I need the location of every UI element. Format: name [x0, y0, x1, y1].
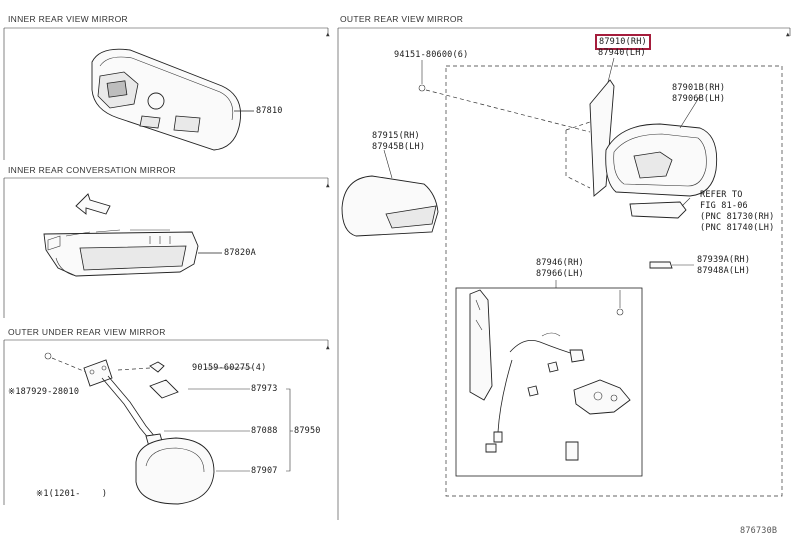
figure-id: 876730B: [740, 526, 778, 536]
outer-rear-view-mirror-drawing: [341, 57, 783, 497]
part-label-87945b[interactable]: 87945B(LH): [372, 142, 426, 152]
part-label-87966[interactable]: 87966(LH): [536, 269, 584, 279]
outer-under-mirror-drawing: [44, 352, 293, 505]
part-label-87810[interactable]: 87810: [256, 106, 283, 116]
section-title-outer-rear-view-mirror: OUTER REAR VIEW MIRROR: [340, 14, 464, 24]
front-arrow-icon: [75, 193, 111, 215]
section-title-inner-rear-view-mirror: INNER REAR VIEW MIRROR: [8, 14, 128, 24]
part-label-87946[interactable]: 87946(RH): [536, 258, 584, 268]
section-frame-outer-rear-view-mirror: ▲: [337, 27, 791, 520]
part-label-87950[interactable]: 87950: [294, 426, 321, 436]
refer-to-line-4[interactable]: (PNC 81740(LH): [700, 223, 775, 233]
part-label-87929[interactable]: ※187929-28010: [8, 387, 80, 397]
section-title-inner-rear-conversation-mirror: INNER REAR CONVERSATION MIRROR: [8, 165, 176, 175]
svg-text:▲: ▲: [326, 182, 330, 189]
part-label-87088[interactable]: 87088: [251, 426, 278, 436]
section-title-outer-under-rear-view-mirror: OUTER UNDER REAR VIEW MIRROR: [8, 327, 166, 337]
part-label-87948a[interactable]: 87948A(LH): [697, 266, 751, 276]
section-frame-inner-rear-view-mirror: ▲: [3, 27, 330, 160]
footnote-label: ※1(1201- ): [36, 489, 108, 499]
refer-to-line-3[interactable]: (PNC 81730(RH): [700, 212, 775, 222]
part-label-87906b[interactable]: 87906B(LH): [672, 94, 726, 104]
svg-text:▲: ▲: [326, 344, 330, 351]
part-label-87910[interactable]: 87910(RH): [595, 34, 651, 50]
svg-text:▲: ▲: [786, 31, 790, 38]
part-label-94151[interactable]: 94151-80600(6): [394, 50, 469, 60]
part-label-87939a[interactable]: 87939A(RH): [697, 255, 751, 265]
inner-rear-view-mirror-drawing: [91, 48, 254, 151]
part-label-87907[interactable]: 87907: [251, 466, 278, 476]
part-label-87820a[interactable]: 87820A: [224, 248, 256, 258]
part-label-87901b[interactable]: 87901B(RH): [672, 83, 726, 93]
part-label-87940[interactable]: 87940(LH): [598, 48, 646, 58]
svg-text:▲: ▲: [326, 31, 330, 38]
conversation-mirror-drawing: [43, 229, 222, 277]
part-label-87973[interactable]: 87973: [251, 384, 278, 394]
part-label-90159[interactable]: 90159-60275(4): [192, 363, 267, 373]
refer-to-line-1: REFER TO: [700, 190, 743, 200]
refer-to-line-2[interactable]: FIG 81-06: [700, 201, 748, 211]
section-frame-outer-under-mirror: ▲: [3, 339, 330, 505]
section-frame-conversation-mirror: ▲: [3, 177, 330, 318]
part-label-87915[interactable]: 87915(RH): [372, 131, 420, 141]
